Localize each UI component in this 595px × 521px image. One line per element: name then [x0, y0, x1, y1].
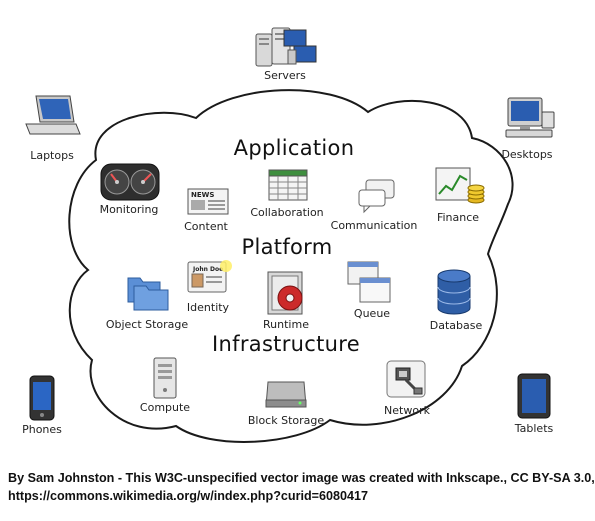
finance-chart-icon	[435, 167, 485, 204]
speech-bubbles-icon	[358, 179, 395, 214]
id-card-name: John Doe	[192, 266, 223, 273]
id-card-icon: John Doe	[187, 260, 232, 293]
label-tablets: Tablets	[514, 422, 554, 435]
label-identity: Identity	[186, 301, 230, 314]
label-monitoring: Monitoring	[99, 203, 159, 216]
label-content: Content	[184, 220, 228, 233]
label-phones: Phones	[22, 423, 62, 436]
label-finance: Finance	[436, 211, 480, 224]
laptop-icon	[25, 95, 81, 135]
credit-line-2: https://commons.wikimedia.org/w/index.ph…	[8, 489, 369, 503]
label-servers: Servers	[264, 69, 306, 82]
newspaper-headline: NEWS	[191, 191, 214, 199]
phone-icon	[29, 375, 55, 421]
queue-windows-icon	[347, 261, 391, 303]
label-database: Database	[429, 319, 483, 332]
layer-title-application: Application	[233, 136, 355, 160]
label-block-storage: Block Storage	[247, 414, 325, 427]
attribution-credit: By Sam Johnston - This W3C-unspecified v…	[8, 469, 595, 505]
server-tower-icon	[153, 357, 177, 399]
network-plug-icon	[386, 360, 426, 398]
cloud-computing-diagram: Application Platform Infrastructure Serv…	[22, 27, 555, 443]
runtime-package-icon	[267, 271, 303, 315]
label-object-storage: Object Storage	[105, 318, 189, 331]
cloud-outline	[68, 89, 514, 443]
label-compute: Compute	[139, 401, 191, 414]
label-laptops: Laptops	[30, 149, 74, 162]
desktop-icon	[505, 97, 555, 138]
label-communication: Communication	[330, 219, 418, 232]
label-queue: Queue	[353, 307, 391, 320]
database-icon	[437, 269, 471, 315]
layer-title-infrastructure: Infrastructure	[212, 332, 360, 356]
label-runtime: Runtime	[263, 318, 309, 331]
hard-drive-icon	[265, 381, 307, 408]
layer-title-platform: Platform	[241, 235, 333, 259]
tablet-icon	[517, 373, 551, 419]
servers-icon	[255, 27, 317, 67]
calendar-icon	[268, 169, 308, 201]
newspaper-icon: NEWS	[187, 188, 229, 215]
folders-icon	[127, 277, 169, 311]
label-collaboration: Collaboration	[250, 206, 324, 219]
label-network: Network	[384, 404, 430, 417]
gauge-icon	[100, 163, 160, 201]
credit-line-1: By Sam Johnston - This W3C-unspecified v…	[8, 471, 595, 485]
label-desktops: Desktops	[501, 148, 553, 161]
